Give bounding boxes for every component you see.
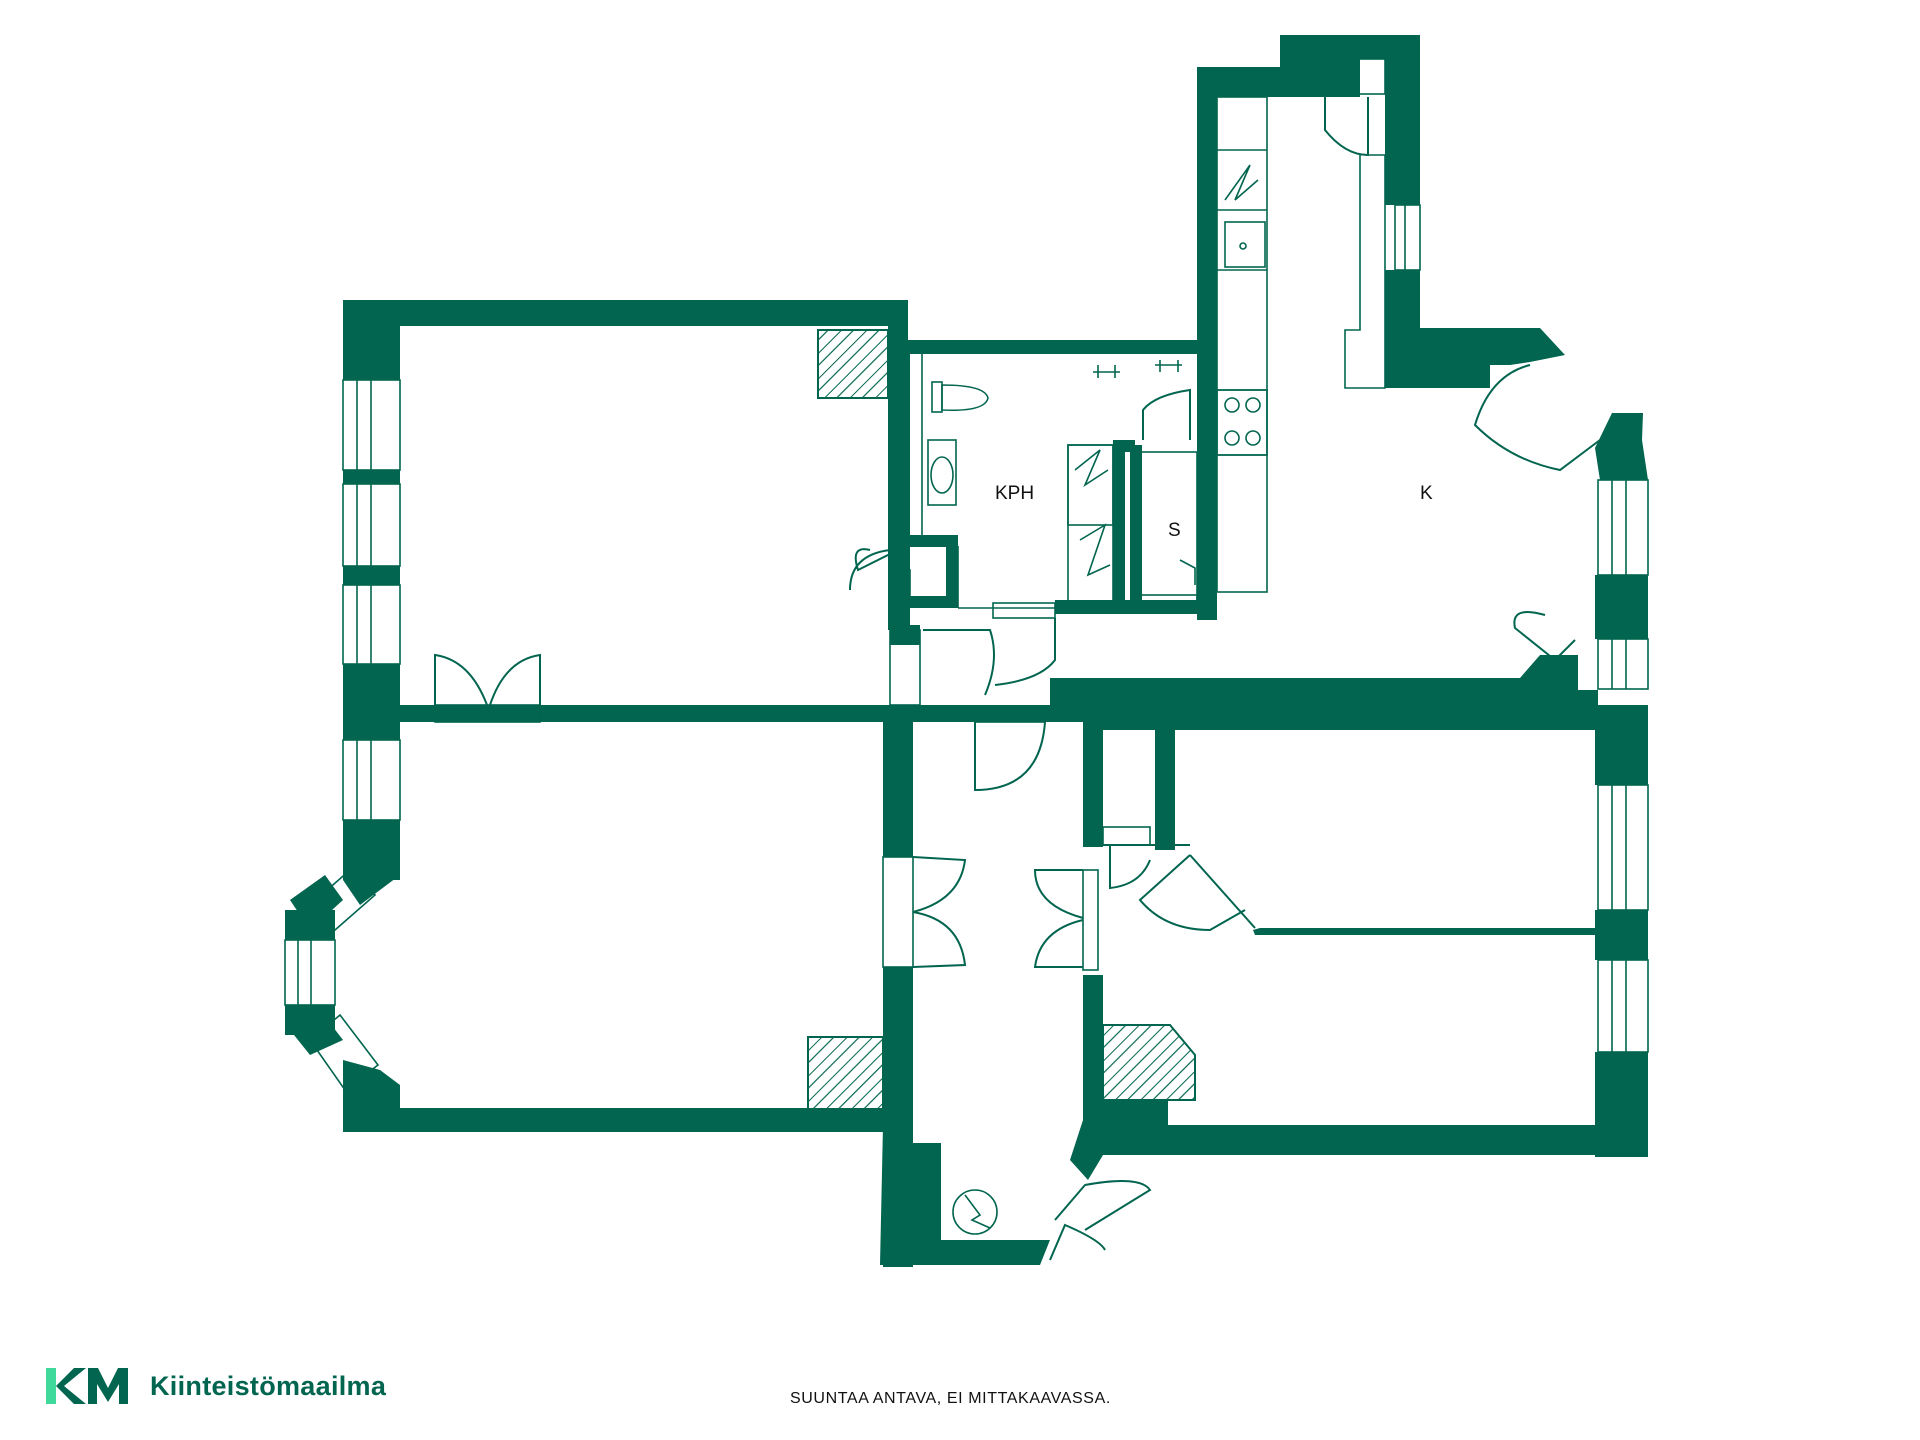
- room-label-bathroom: KPH: [995, 483, 1034, 504]
- windows: [284, 58, 1649, 1092]
- brand-name: Kiinteistömaailma: [150, 1370, 387, 1401]
- km-logo-icon: [46, 1368, 128, 1404]
- doors: [434, 97, 1601, 1261]
- walls: [285, 35, 1648, 1267]
- room-label-sauna: S: [1168, 520, 1181, 541]
- brand-logo: Kiinteistömaailma: [44, 1362, 386, 1410]
- interior-lines: [807, 96, 1386, 1235]
- disclaimer-text: SUUNTAA ANTAVA, EI MITTAKAAVASSA.: [790, 1390, 1111, 1407]
- room-label-kitchen: K: [1420, 483, 1433, 504]
